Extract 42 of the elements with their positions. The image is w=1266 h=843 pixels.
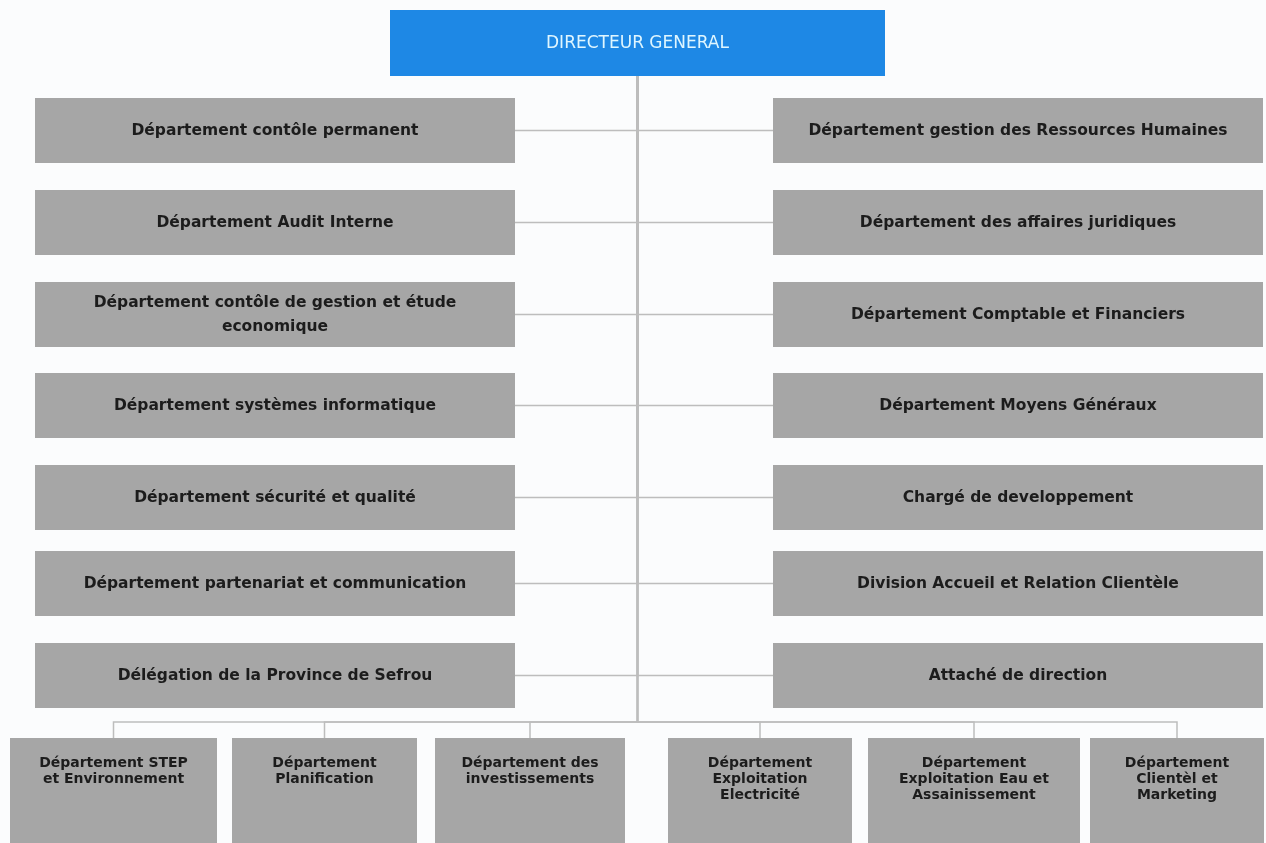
department-box xyxy=(773,373,1263,438)
department-box xyxy=(35,190,515,255)
department-box xyxy=(435,738,625,843)
box-label: Attaché de direction xyxy=(928,664,1108,686)
department-box xyxy=(1090,738,1264,843)
department-box xyxy=(773,190,1263,255)
department-box xyxy=(773,643,1263,708)
box-label: Division Accueil et Relation Clientèle xyxy=(857,572,1179,594)
department-box xyxy=(773,282,1263,347)
department-box xyxy=(35,643,515,708)
box-label: Département Comptable et Financiers xyxy=(850,303,1186,325)
box-label: DIRECTEUR GENERAL xyxy=(546,31,729,55)
department-box xyxy=(35,373,515,438)
box-label: Département gestion des Ressources Humaines xyxy=(808,119,1228,141)
department-box xyxy=(10,738,217,843)
box-label: Département Exploitation Electricité xyxy=(706,754,814,803)
box-label: Département Planification xyxy=(271,754,378,787)
box-label: Département Moyens Généraux xyxy=(879,394,1157,416)
box-label: Département des investissements xyxy=(460,754,600,787)
department-box xyxy=(868,738,1080,843)
box-label: Département contôle de gestion et étude economique xyxy=(92,292,458,337)
box-label: Département Clientèl et Marketing xyxy=(1123,754,1231,803)
box-label: Département contôle permanent xyxy=(131,119,419,141)
director-box xyxy=(390,10,885,76)
department-box xyxy=(232,738,417,843)
department-box xyxy=(773,465,1263,530)
box-label: Département sécurité et qualité xyxy=(134,486,416,508)
box-label: Département STEP et Environnement xyxy=(38,754,189,787)
department-box xyxy=(35,98,515,163)
box-label: Chargé de developpement xyxy=(902,486,1134,508)
department-box xyxy=(773,551,1263,616)
box-label: Département Exploitation Eau et Assainissement xyxy=(899,754,1049,803)
department-box xyxy=(668,738,852,843)
department-box xyxy=(35,282,515,347)
box-label: Département partenariat et communication xyxy=(83,572,467,594)
box-label: Département Audit Interne xyxy=(156,211,394,233)
box-label: Délégation de la Province de Sefrou xyxy=(117,664,433,686)
department-box xyxy=(35,465,515,530)
department-box xyxy=(35,551,515,616)
department-box xyxy=(773,98,1263,163)
box-label: Département systèmes informatique xyxy=(113,394,437,416)
box-label: Département des affaires juridiques xyxy=(859,211,1177,233)
